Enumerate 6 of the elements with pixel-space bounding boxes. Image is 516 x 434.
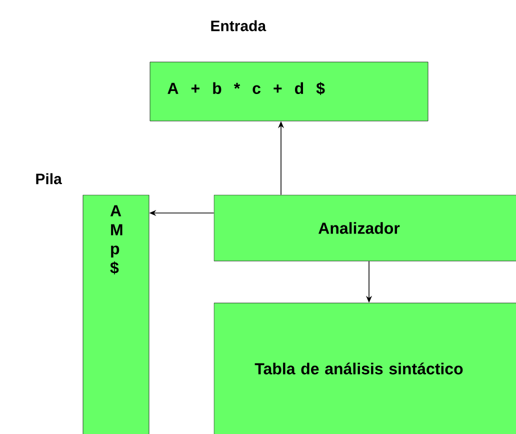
input-string: A + b * c + d $ <box>168 82 325 96</box>
stack-content: A M p $ <box>110 205 122 274</box>
heading: Entrada <box>211 20 266 32</box>
box-label: Tabla de análisis sintáctico <box>254 362 463 374</box>
heading: Pila <box>36 173 62 184</box>
box-label: Analizador <box>318 222 400 234</box>
